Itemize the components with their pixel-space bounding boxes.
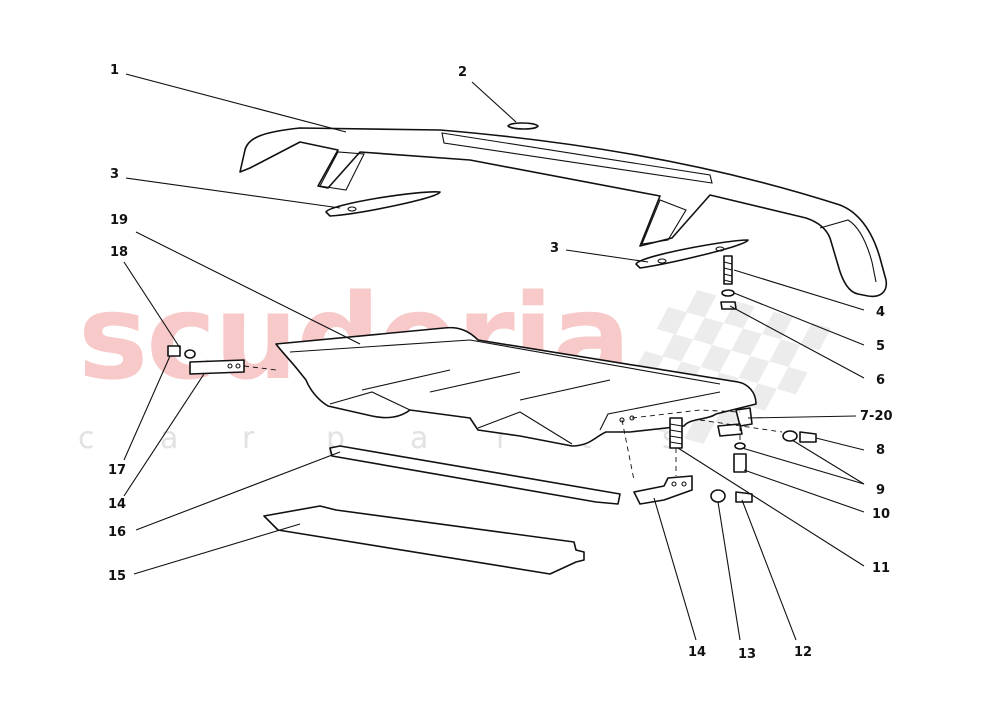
mounting-bracket-right (735, 407, 753, 427)
mounting-pad-hole (347, 206, 357, 212)
assembly-lines (243, 365, 783, 481)
watermark-letter: c (78, 421, 97, 456)
threaded-stud (723, 255, 733, 285)
callout-19: 19 (110, 213, 128, 228)
washer (721, 289, 735, 297)
washer-right (782, 430, 798, 442)
engine-undertray (275, 326, 757, 447)
bracket-hole (681, 481, 687, 487)
callout-6: 6 (876, 373, 885, 388)
callout-18: 18 (110, 245, 128, 260)
mounting-pad-hole (657, 258, 667, 264)
watermark-letter: r (242, 421, 256, 456)
bolt-left (167, 345, 181, 357)
callout-2: 2 (458, 65, 467, 80)
callout-9: 9 (876, 483, 885, 498)
cover-panel (263, 505, 585, 575)
bolt-lower (735, 491, 753, 503)
bracket-hole (235, 363, 241, 369)
bolt-right (799, 431, 817, 443)
callout-13: 13 (738, 647, 756, 662)
callout-14-left: 14 (108, 497, 126, 512)
rear-wing-spoiler (239, 127, 888, 298)
bolt-vertical (733, 453, 747, 473)
callout-4: 4 (876, 305, 885, 320)
leader-lines (123, 73, 865, 641)
mounting-pad-left (325, 191, 441, 217)
callout-1: 1 (110, 63, 119, 78)
callout-15: 15 (108, 569, 126, 584)
washer-lower (710, 489, 726, 503)
seal-strip (329, 445, 621, 505)
callout-8: 8 (876, 443, 885, 458)
small-washer (734, 442, 746, 450)
callout-14-right: 14 (688, 645, 706, 660)
mounting-pad-hole (715, 246, 725, 252)
bracket-hole (227, 363, 233, 369)
callout-labels: 1 2 3 3 19 18 4 5 6 7-20 8 9 10 11 17 14… (108, 63, 893, 662)
watermark-letter: a (410, 421, 430, 456)
threaded-stud-lower (669, 417, 683, 449)
callout-3-right: 3 (550, 241, 559, 256)
washer-left (184, 349, 196, 359)
watermark-letter: a (160, 421, 180, 456)
callout-7-20: 7-20 (860, 409, 893, 424)
callout-10: 10 (872, 507, 890, 522)
callout-11: 11 (872, 561, 890, 576)
callout-3-left: 3 (110, 167, 119, 182)
callout-12: 12 (794, 645, 812, 660)
mounting-clip (717, 423, 743, 437)
callout-16: 16 (108, 525, 126, 540)
mounting-bracket-lower (633, 475, 693, 505)
bracket-hole (671, 481, 677, 487)
callout-17: 17 (108, 463, 126, 478)
callout-5: 5 (876, 339, 885, 354)
spoiler-badge (507, 122, 539, 130)
